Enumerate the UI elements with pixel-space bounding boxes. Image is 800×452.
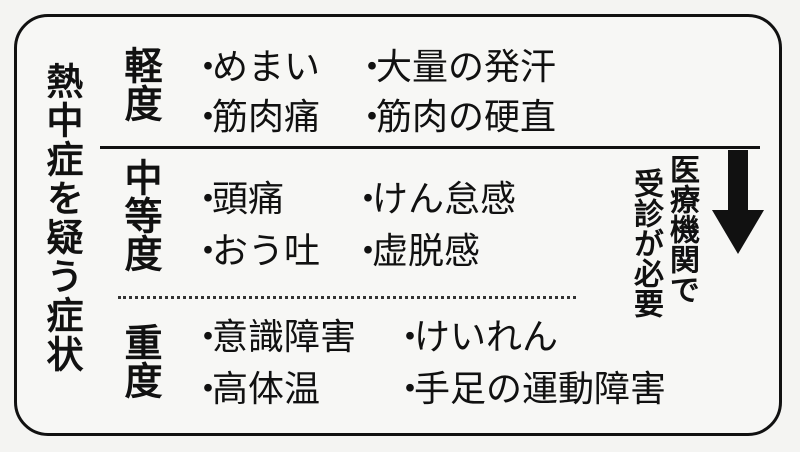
symptom-item: けん怠感 (350, 180, 516, 220)
symptom-item: めまい (190, 48, 320, 88)
symptom-item: けいれん (392, 318, 558, 358)
symptom-item: 大量の発汗 (354, 48, 556, 88)
note-line-1: 医療機関で (664, 154, 699, 304)
level-label-moderate: 中等度 (118, 158, 162, 272)
main-title: 熱中症を疑う症状 (40, 62, 83, 374)
note-line-2: 受診が必要 (628, 168, 663, 318)
arrow-down-icon (712, 150, 764, 254)
symptom-item: おう吐 (190, 232, 320, 272)
level-label-mild: 軽度 (118, 46, 162, 122)
symptom-item: 意識障害 (190, 318, 356, 358)
level-label-severe: 重度 (118, 323, 162, 399)
symptom-item: 虚脱感 (350, 232, 480, 272)
symptom-item: 筋肉の硬直 (354, 98, 556, 138)
symptom-item: 頭痛 (190, 180, 284, 220)
symptom-item: 筋肉痛 (190, 98, 320, 138)
symptom-item: 手足の運動障害 (392, 370, 666, 410)
section-divider (100, 146, 760, 149)
dotted-divider (118, 296, 576, 299)
symptom-item: 高体温 (190, 370, 320, 410)
